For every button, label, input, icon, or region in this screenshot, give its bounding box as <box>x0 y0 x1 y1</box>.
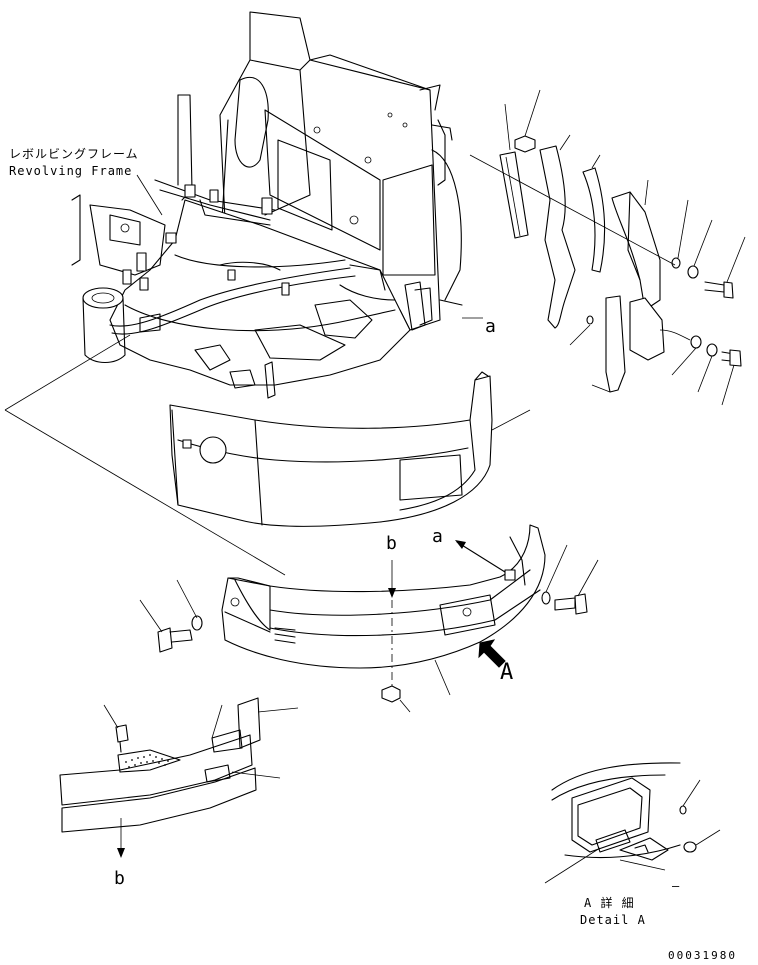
view-a-marker: A <box>500 660 514 685</box>
drawing-number: 00031980 <box>668 949 737 962</box>
counterweight-lower <box>139 524 599 713</box>
ref-a-lower: a <box>432 526 443 547</box>
anti-slip-texture <box>125 754 169 768</box>
ref-b-upper: b <box>386 533 397 554</box>
ref-a-upper: a <box>485 316 496 337</box>
step-plate <box>59 697 299 858</box>
revolving-frame-label-jp: レボルビングフレーム <box>9 147 139 161</box>
detail-a-label-jp: A 詳 細 <box>584 896 635 910</box>
leader-lines <box>4 174 483 576</box>
counterweight-upper <box>169 371 531 527</box>
revolving-frame-label-en: Revolving Frame <box>9 164 133 178</box>
detail-a-view <box>544 762 721 884</box>
ref-b-lower: b <box>114 868 125 889</box>
detail-a-dash: – <box>672 879 681 893</box>
revolving-frame <box>71 11 463 399</box>
detail-a-label-en: Detail A <box>580 913 646 927</box>
right-parts <box>469 89 746 406</box>
